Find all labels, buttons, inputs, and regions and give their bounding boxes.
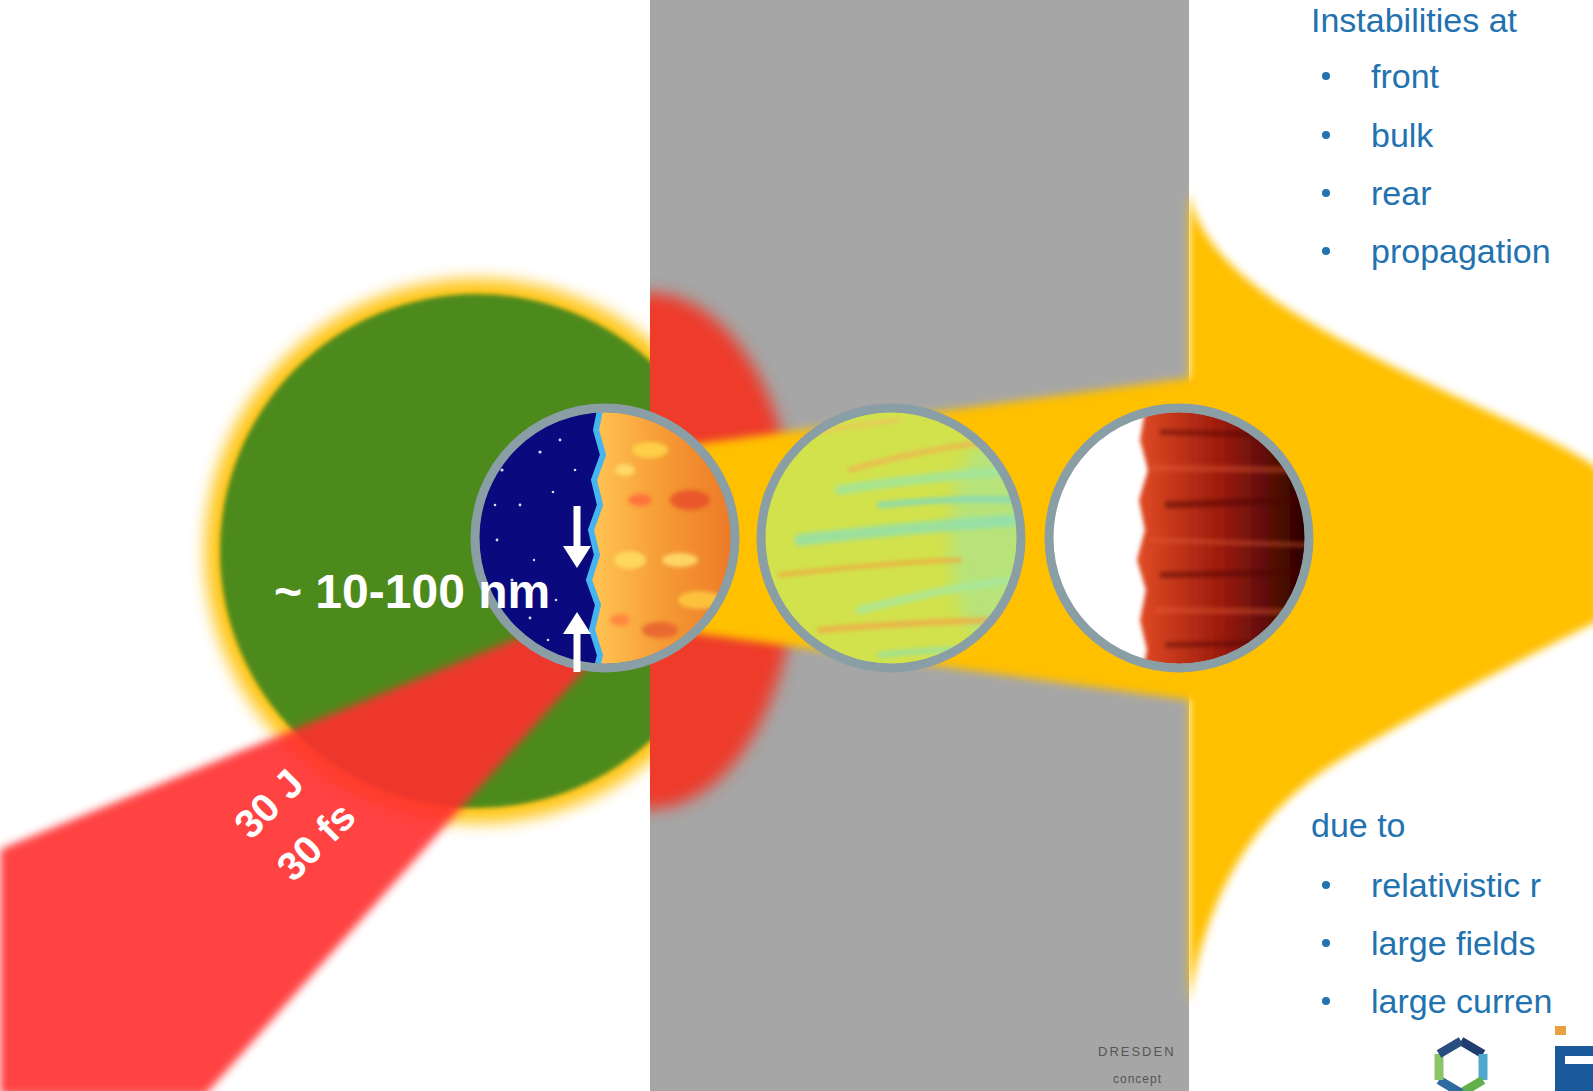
bulk-instability-image — [780, 560, 960, 575]
bullet-dot — [1322, 939, 1330, 947]
bullet-dot — [1322, 247, 1330, 255]
logo-text: DRESDEN — [1098, 1044, 1176, 1060]
front-instability-image — [500, 468, 503, 471]
bullet-item: bulk — [1371, 115, 1433, 155]
dimension-label: ~ 10-100 nm — [274, 568, 550, 616]
rear-instability-image — [1137, 405, 1310, 672]
logo-text: concept — [1113, 1072, 1162, 1086]
rear-instability-image — [1160, 572, 1310, 575]
bullet-item: large curren — [1371, 981, 1552, 1021]
front-instability-image — [662, 553, 698, 567]
dresden-concept-logo — [1461, 1041, 1483, 1054]
front-instability-image — [496, 539, 499, 542]
front-instability-image — [684, 643, 716, 657]
front-instability-image — [559, 439, 562, 442]
front-instability-image — [610, 614, 630, 626]
inset-border — [1049, 408, 1309, 668]
bulk-instability-image — [800, 520, 1017, 540]
front-instability-image — [529, 617, 532, 620]
bullet-item: relativistic r — [1371, 865, 1541, 905]
front-instability-image — [519, 504, 522, 507]
front-instability-image — [614, 551, 646, 569]
heading-text: Instabilities at — [1311, 0, 1517, 40]
rear-instability-image — [1150, 540, 1310, 545]
bulk-instability-image — [780, 420, 1017, 655]
particle-beam — [560, 190, 1593, 1005]
front-instability-image — [701, 432, 729, 448]
bullet-dot — [1322, 72, 1330, 80]
dresden-concept-logo — [1479, 1054, 1488, 1080]
inset-border — [761, 408, 1021, 668]
inset-border — [475, 408, 735, 668]
institute-logo — [1565, 1056, 1593, 1064]
laser-beam — [0, 604, 602, 1091]
rear-instability-image — [1165, 642, 1310, 645]
bullet-dot — [1322, 997, 1330, 1005]
dimension-arrows — [563, 546, 591, 568]
front-instability-image — [547, 639, 550, 642]
front-instability-image — [628, 494, 652, 506]
bulk-instability-image — [860, 580, 1017, 610]
bullet-item: propagation — [1371, 231, 1551, 271]
dimension-arrows — [563, 612, 591, 634]
bullet-item: front — [1371, 56, 1439, 96]
institute-logo — [1555, 1026, 1566, 1035]
bullet-item: rear — [1371, 173, 1431, 213]
rear-instability-image — [1160, 432, 1310, 436]
bulk-instability-image — [840, 470, 1017, 490]
bullet-dot — [1322, 189, 1330, 197]
dimension-arrows — [574, 632, 581, 672]
dresden-concept-logo — [1461, 1080, 1483, 1091]
bullet-item: large fields — [1371, 923, 1535, 963]
front-instability-image — [589, 405, 603, 672]
front-instability-image — [538, 450, 541, 453]
front-instability-image — [555, 599, 558, 602]
dimension-arrows — [574, 506, 581, 548]
dresden-concept-logo — [1439, 1041, 1483, 1091]
laser-beam — [0, 604, 602, 1091]
bullet-dot — [1322, 131, 1330, 139]
rear-instability-image — [1165, 500, 1310, 505]
dresden-concept-logo — [1439, 1080, 1461, 1091]
front-instability-image — [642, 622, 678, 638]
heading-text: due to — [1311, 805, 1406, 845]
institute-logo — [1555, 1046, 1593, 1091]
bullet-dot — [1322, 881, 1330, 889]
institute-logo — [1555, 1026, 1593, 1091]
front-instability-image — [533, 559, 535, 561]
front-instability-image — [574, 469, 577, 472]
front-instability-image — [632, 442, 668, 458]
dresden-concept-logo — [1435, 1054, 1444, 1080]
inset-border — [475, 408, 1309, 668]
front-instability-image — [494, 504, 497, 507]
particle-beam — [560, 190, 1593, 1005]
bulk-instability-image — [880, 499, 1017, 505]
front-instability-image — [589, 405, 740, 672]
dresden-concept-logo — [1439, 1041, 1461, 1054]
front-instability-image — [615, 464, 635, 476]
front-instability-image — [552, 491, 555, 494]
front-instability-image — [670, 490, 710, 510]
dimension-arrows — [563, 506, 591, 672]
